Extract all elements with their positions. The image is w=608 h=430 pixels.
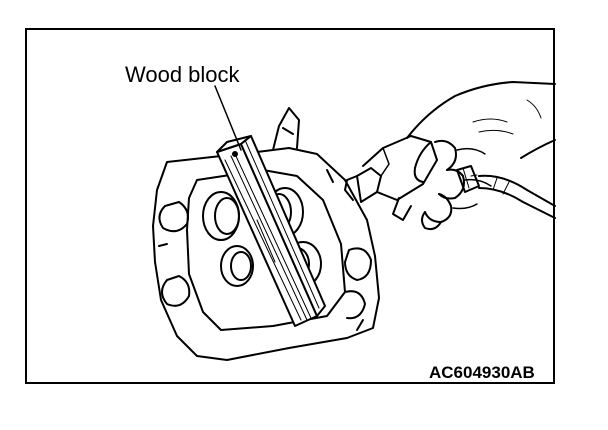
wood-block-label: Wood block: [125, 62, 240, 87]
air-gun: [344, 135, 556, 221]
piston-left-upper: [202, 191, 240, 241]
caliper-illustration: [152, 81, 556, 361]
piston-left-lower: [220, 245, 254, 287]
hand: [406, 81, 556, 231]
wood-block: [216, 135, 326, 327]
figure-frame: Wood block AC604930AB: [25, 28, 556, 384]
callout-leader: [214, 85, 242, 151]
figure-code: AC604930AB: [429, 363, 535, 382]
caliper-body: [152, 107, 380, 361]
